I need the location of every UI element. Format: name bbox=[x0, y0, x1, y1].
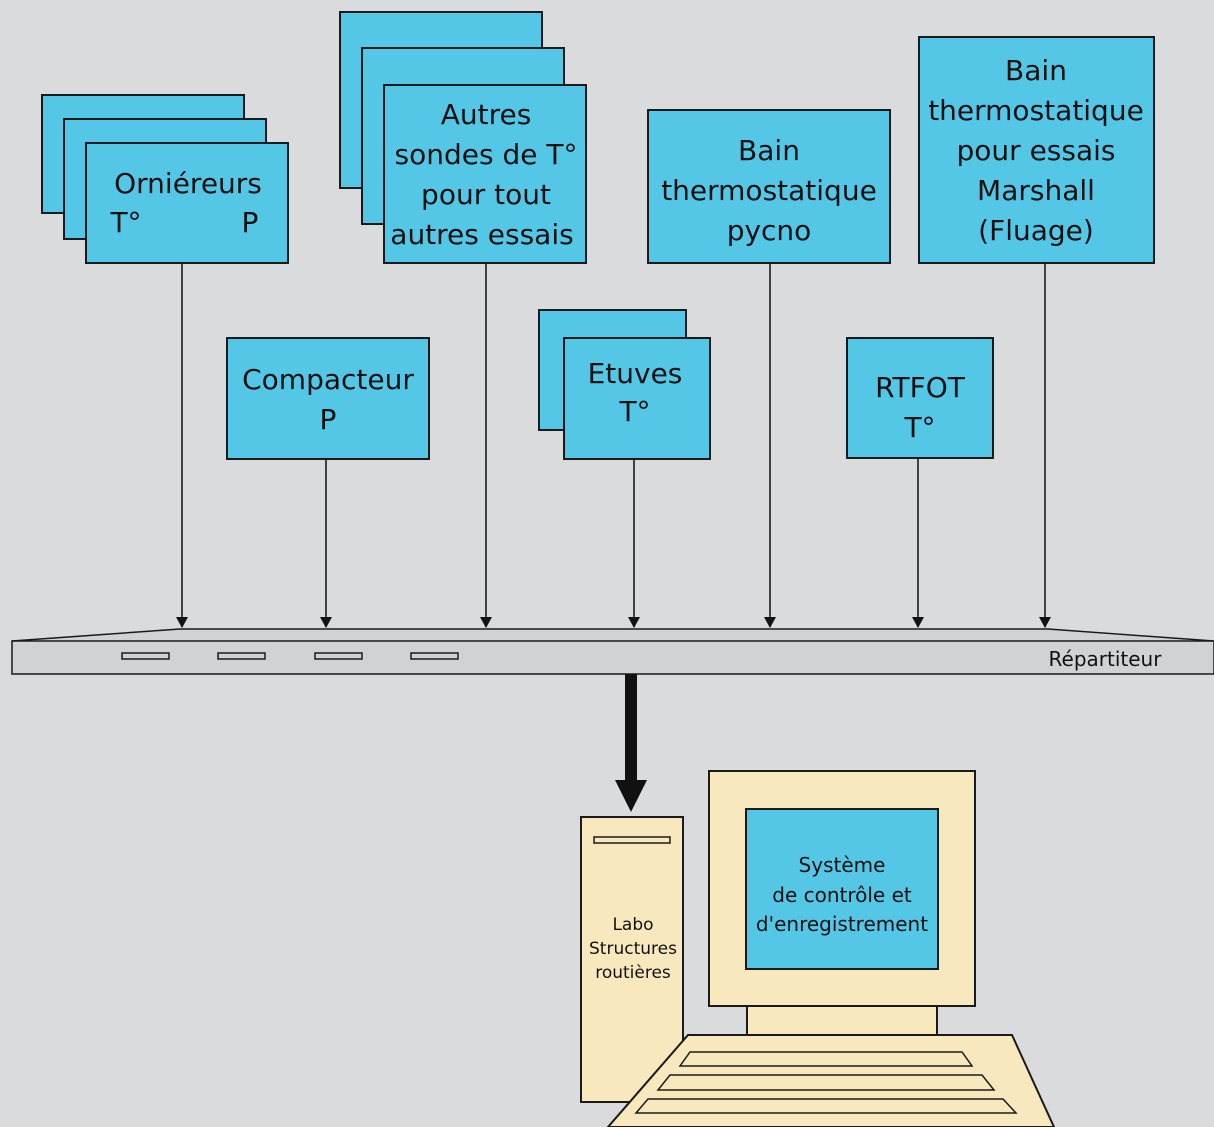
bain-marshall-line-3: pour essais bbox=[957, 134, 1116, 167]
autres-sondes-line-3: pour tout bbox=[421, 178, 551, 211]
drive-slot bbox=[593, 836, 671, 844]
ornierieurs-pressure-label: P bbox=[242, 206, 259, 239]
monitor-line-2: de contrôle et bbox=[772, 883, 912, 907]
bain-marshall-line-4: Marshall bbox=[977, 174, 1095, 207]
autres-sondes-line-2: sondes de T° bbox=[395, 138, 578, 171]
monitor-screen bbox=[745, 808, 939, 970]
tower-line-2: Structures bbox=[589, 939, 677, 959]
keyboard bbox=[606, 1034, 1056, 1127]
monitor-line-1: Système bbox=[799, 853, 886, 877]
rtfot-node: RTFOT T° bbox=[846, 337, 994, 459]
computer-tower: Labo Structures routières bbox=[580, 816, 684, 1103]
autres-sondes-line-1: Autres bbox=[441, 98, 532, 131]
main-link-arrow bbox=[615, 674, 647, 812]
tower-line-1: Labo bbox=[612, 915, 653, 935]
compacteur-line-1: Compacteur bbox=[242, 363, 414, 396]
port-slot bbox=[121, 652, 170, 660]
monitor-line-3: d'enregistrement bbox=[756, 912, 928, 936]
port-slot bbox=[314, 652, 363, 660]
connectors bbox=[176, 263, 1051, 628]
bain-pycno-line-1: Bain bbox=[738, 134, 800, 167]
ornierieurs-label: Orniéreurs bbox=[114, 167, 262, 200]
compacteur-node: Compacteur P bbox=[226, 337, 430, 460]
autres-sondes-node: Autres sondes de T° pour tout autres ess… bbox=[339, 11, 587, 264]
etuves-line-1: Etuves bbox=[588, 357, 683, 390]
bain-marshall-line-5: (Fluage) bbox=[978, 214, 1094, 247]
rtfot-line-1: RTFOT bbox=[875, 371, 966, 404]
etuves-node: Etuves T° bbox=[538, 309, 711, 460]
etuves-line-2: T° bbox=[618, 395, 650, 428]
tower-line-3: routières bbox=[595, 963, 671, 983]
repartiteur-label: Répartiteur bbox=[1049, 647, 1163, 671]
bain-pycno-node: Bain thermostatique pycno bbox=[647, 109, 891, 264]
port-slot bbox=[217, 652, 266, 660]
port-slot bbox=[410, 652, 459, 660]
bain-marshall-line-2: thermostatique bbox=[928, 94, 1144, 127]
bain-pycno-line-2: thermostatique bbox=[661, 174, 877, 207]
autres-sondes-line-4: autres essais bbox=[390, 218, 573, 251]
bain-pycno-line-3: pycno bbox=[727, 214, 812, 247]
computer-monitor: Système de contrôle et d'enregistrement bbox=[708, 770, 976, 1047]
rtfot-line-2: T° bbox=[903, 411, 935, 444]
ornierieurs-temp-label: T° bbox=[109, 206, 141, 239]
repartiteur: Répartiteur bbox=[11, 628, 1214, 675]
bain-marshall-line-1: Bain bbox=[1005, 54, 1067, 87]
compacteur-line-2: P bbox=[320, 403, 337, 436]
ornierieurs-node: Orniéreurs T° P bbox=[41, 94, 289, 264]
bain-marshall-node: Bain thermostatique pour essais Marshall… bbox=[918, 36, 1155, 264]
